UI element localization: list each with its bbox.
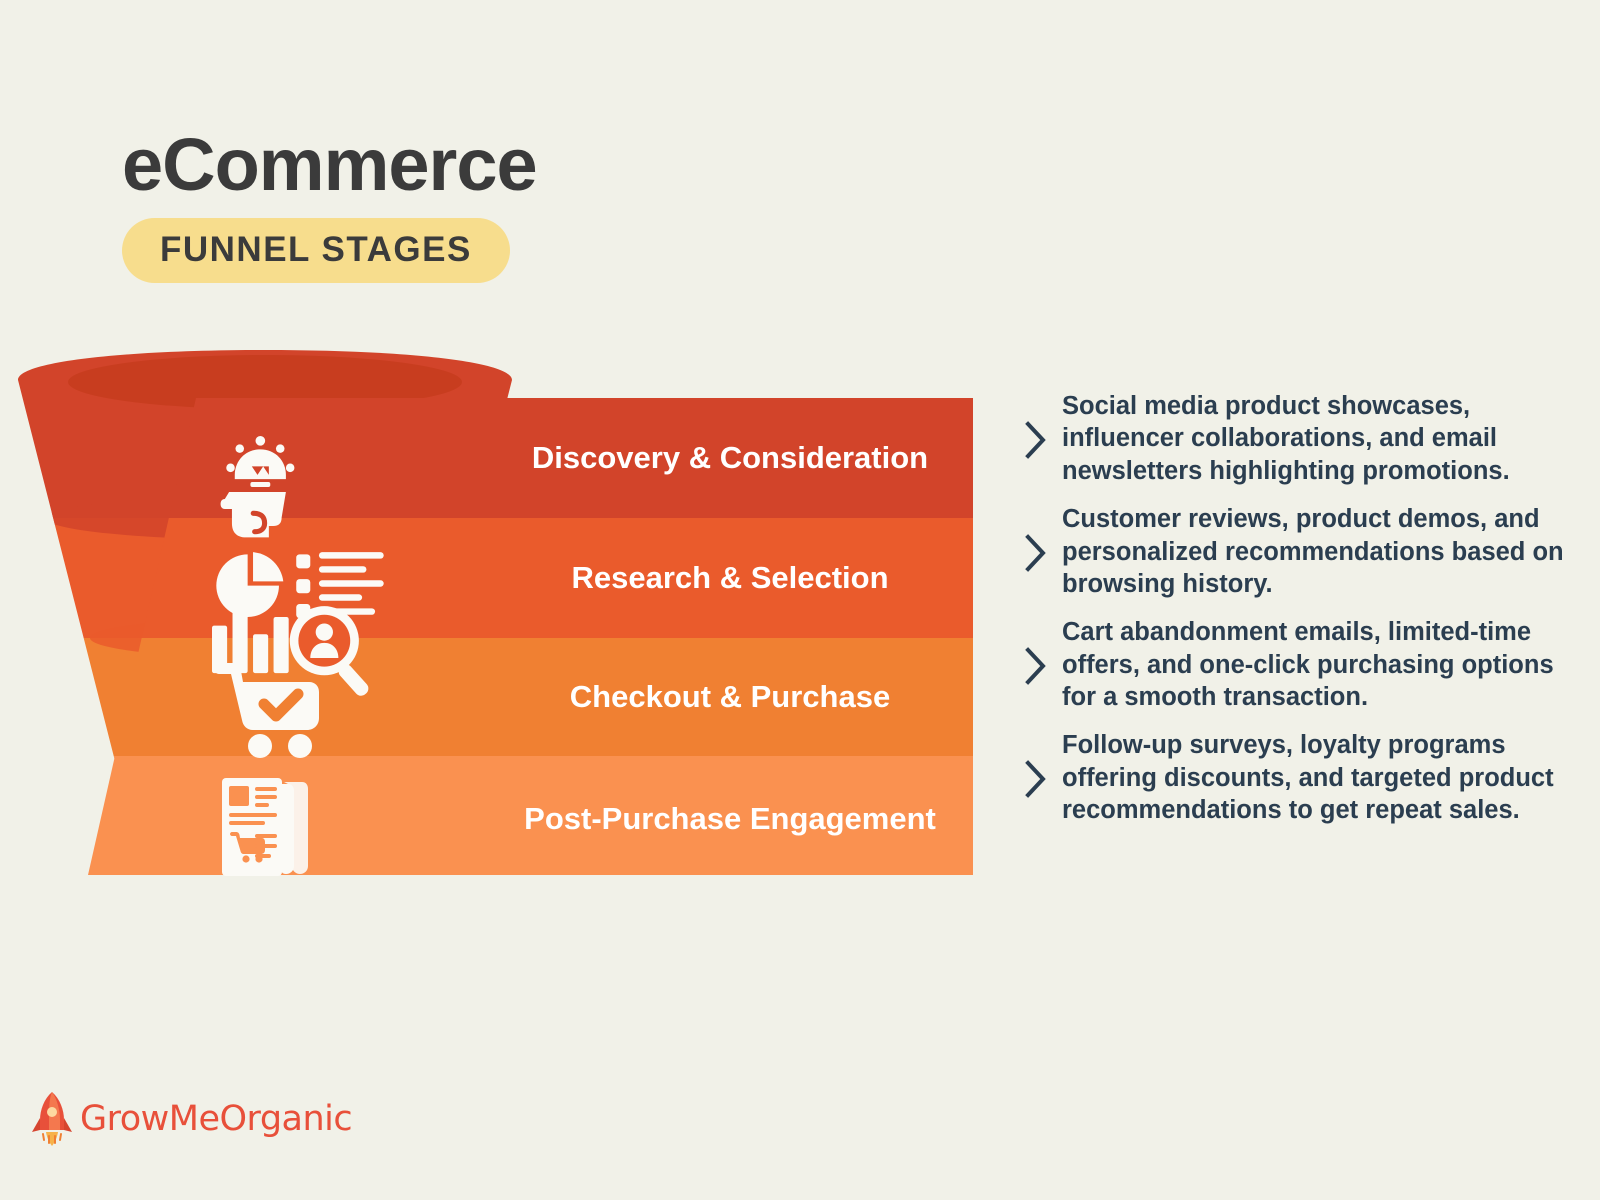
description-list: Social media product showcases, influenc… bbox=[1010, 390, 1570, 843]
description-row: Follow-up surveys, loyalty programs offe… bbox=[1010, 729, 1570, 826]
header: eCommerce FUNNEL STAGES bbox=[122, 123, 538, 283]
description-row: Social media product showcases, influenc… bbox=[1010, 390, 1570, 487]
subtitle-badge-label: FUNNEL STAGES bbox=[160, 230, 472, 269]
description-text-1: Social media product showcases, influenc… bbox=[1062, 392, 1510, 485]
chevron-right-icon bbox=[1010, 503, 1062, 573]
subtitle-badge: FUNNEL STAGES bbox=[122, 218, 510, 283]
newsletter-cart-document-icon bbox=[222, 778, 308, 876]
funnel-rim-inner bbox=[68, 355, 462, 409]
stage-panel-band-3 bbox=[88, 638, 973, 756]
head-idea-lightbulb-icon bbox=[220, 436, 295, 538]
chevron-right-icon bbox=[1010, 616, 1062, 686]
description-text-2: Customer reviews, product demos, and per… bbox=[1062, 505, 1564, 598]
brand-logo-text: GrowMeOrganic bbox=[80, 1099, 353, 1139]
stage-panel-band-4 bbox=[88, 756, 973, 875]
brand-logo[interactable]: GrowMeOrganic bbox=[30, 1090, 353, 1148]
description-row: Customer reviews, product demos, and per… bbox=[1010, 503, 1570, 600]
rocket-icon bbox=[32, 1092, 72, 1146]
analytics-research-magnifier-icon bbox=[212, 552, 384, 696]
description-text-4: Follow-up surveys, loyalty programs offe… bbox=[1062, 731, 1554, 825]
funnel-graphic bbox=[0, 350, 1010, 890]
chevron-right-icon bbox=[1010, 390, 1062, 460]
stage-panel bbox=[88, 398, 973, 875]
description-text-3: Cart abandonment emails, limited-time of… bbox=[1062, 618, 1554, 711]
page-title: eCommerce bbox=[122, 123, 538, 206]
description-row: Cart abandonment emails, limited-time of… bbox=[1010, 616, 1570, 713]
shopping-cart-check-icon bbox=[214, 663, 319, 758]
chevron-right-icon bbox=[1010, 729, 1062, 799]
